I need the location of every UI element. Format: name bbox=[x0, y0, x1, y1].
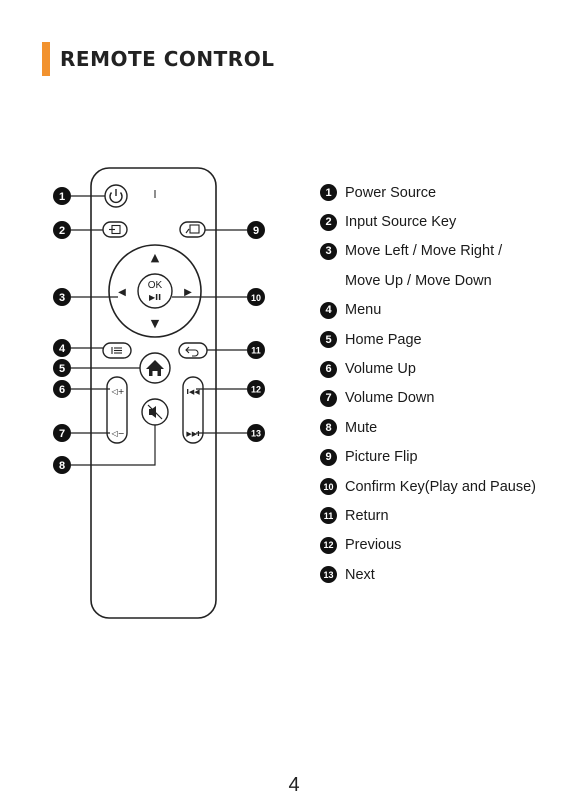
svg-text:8: 8 bbox=[59, 460, 65, 472]
legend-item: 6 Volume Up bbox=[320, 354, 536, 383]
menu-button[interactable] bbox=[103, 343, 131, 358]
button-legend: 1 Power Source 2 Input Source Key 3 Move Le… bbox=[320, 178, 536, 589]
legend-number-badge: 10 bbox=[320, 478, 337, 495]
legend-item: 2 Input Source Key bbox=[320, 207, 536, 236]
legend-item: 8 Mute bbox=[320, 413, 536, 442]
legend-label: Confirm Key(Play and Pause) bbox=[345, 479, 536, 495]
svg-text:6: 6 bbox=[59, 384, 65, 396]
input-source-button[interactable] bbox=[103, 222, 127, 237]
legend-number-badge: 8 bbox=[320, 419, 337, 436]
svg-text:3: 3 bbox=[59, 292, 65, 304]
legend-label: Return bbox=[345, 508, 389, 524]
legend-item: 10 Confirm Key(Play and Pause) bbox=[320, 472, 536, 501]
legend-label: Volume Down bbox=[345, 390, 434, 406]
legend-label: Menu bbox=[345, 302, 381, 318]
legend-item: 12 Previous bbox=[320, 531, 536, 560]
volume-down-icon[interactable]: ◁− bbox=[111, 429, 125, 438]
legend-item: 11 Return bbox=[320, 501, 536, 530]
legend-label: Input Source Key bbox=[345, 214, 456, 230]
callout-8: 8 bbox=[53, 456, 71, 474]
callout-3: 3 bbox=[53, 288, 71, 306]
legend-label: Volume Up bbox=[345, 361, 416, 377]
svg-text:10: 10 bbox=[251, 293, 261, 303]
svg-text:9: 9 bbox=[253, 225, 259, 237]
callout-5: 5 bbox=[53, 359, 71, 377]
legend-number-badge: 6 bbox=[320, 361, 337, 378]
legend-number-badge: 13 bbox=[320, 566, 337, 583]
legend-item: 4 Menu bbox=[320, 296, 536, 325]
legend-label: Next bbox=[345, 567, 375, 583]
legend-label: Picture Flip bbox=[345, 449, 418, 465]
callout-13: 13 bbox=[247, 424, 265, 442]
svg-text:7: 7 bbox=[59, 428, 65, 440]
volume-up-icon[interactable]: ◁+ bbox=[111, 387, 125, 396]
svg-text:13: 13 bbox=[251, 429, 261, 439]
legend-label: Power Source bbox=[345, 185, 436, 201]
svg-text:4: 4 bbox=[59, 343, 66, 355]
legend-number-badge: 2 bbox=[320, 214, 337, 231]
svg-text:12: 12 bbox=[251, 385, 261, 395]
ok-label: OK bbox=[148, 280, 163, 291]
legend-item: 13 Next bbox=[320, 560, 536, 589]
callout-9: 9 bbox=[247, 221, 265, 239]
callout-4: 4 bbox=[53, 339, 71, 357]
power-button[interactable] bbox=[105, 185, 127, 207]
arrow-left-icon[interactable]: ◀ bbox=[118, 287, 126, 298]
legend-number-badge: 3 bbox=[320, 243, 337, 260]
legend-item: 3 Move Left / Move Right / bbox=[320, 237, 536, 266]
next-icon[interactable]: ▶▶I bbox=[186, 430, 199, 438]
legend-number-badge: 9 bbox=[320, 449, 337, 466]
legend-item: 9 Picture Flip bbox=[320, 443, 536, 472]
legend-item: 5 Home Page bbox=[320, 325, 536, 354]
callout-6: 6 bbox=[53, 380, 71, 398]
svg-text:5: 5 bbox=[59, 363, 65, 375]
legend-number-badge: 5 bbox=[320, 331, 337, 348]
svg-text:11: 11 bbox=[251, 346, 261, 356]
legend-label: Move Left / Move Right / bbox=[345, 243, 502, 259]
home-button[interactable] bbox=[140, 353, 170, 383]
legend-number-badge: 11 bbox=[320, 507, 337, 524]
arrow-right-icon[interactable]: ▶ bbox=[184, 287, 192, 298]
picture-flip-button[interactable] bbox=[180, 222, 205, 237]
callout-11: 11 bbox=[247, 341, 265, 359]
legend-label: Mute bbox=[345, 420, 377, 436]
legend-label: Previous bbox=[345, 537, 401, 553]
legend-number-badge: 12 bbox=[320, 537, 337, 554]
callout-12: 12 bbox=[247, 380, 265, 398]
legend-item: 7 Volume Down bbox=[320, 384, 536, 413]
callout-7: 7 bbox=[53, 424, 71, 442]
callout-1: 1 bbox=[53, 187, 71, 205]
legend-label: Move Up / Move Down bbox=[345, 273, 492, 289]
return-button[interactable] bbox=[179, 343, 207, 358]
legend-item: 1 Power Source bbox=[320, 178, 536, 207]
callout-2: 2 bbox=[53, 221, 71, 239]
callout-10: 10 bbox=[247, 288, 265, 306]
legend-number-badge: 1 bbox=[320, 184, 337, 201]
arrow-down-icon[interactable]: ▼ bbox=[151, 317, 160, 330]
mute-button[interactable] bbox=[142, 399, 168, 425]
svg-text:2: 2 bbox=[59, 225, 65, 237]
legend-number-badge: 4 bbox=[320, 302, 337, 319]
play-pause-icon: ▶II bbox=[149, 293, 161, 302]
page-number: 4 bbox=[0, 774, 588, 797]
legend-number-badge: 7 bbox=[320, 390, 337, 407]
legend-label: Home Page bbox=[345, 332, 422, 348]
legend-item-continuation: Move Up / Move Down bbox=[320, 266, 536, 295]
svg-text:1: 1 bbox=[59, 191, 65, 203]
arrow-up-icon[interactable]: ▲ bbox=[151, 251, 160, 264]
